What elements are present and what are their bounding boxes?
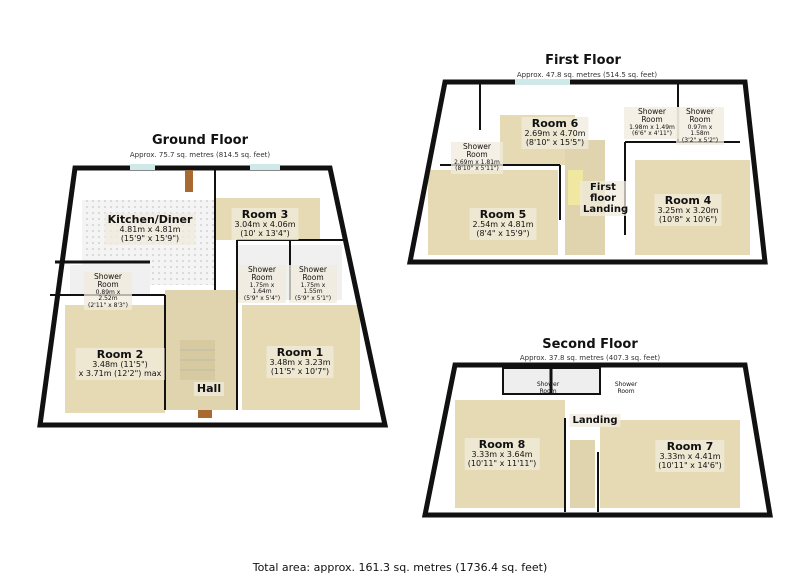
room-dim-m: 0.97m x 1.58m xyxy=(687,123,713,138)
stairs xyxy=(570,440,595,508)
room-dim-ft: (10' x 13'4") xyxy=(240,228,290,238)
first-floor-area: Approx. 47.8 sq. metres (514.5 sq. feet) xyxy=(516,71,658,79)
room-name: Shower Room xyxy=(686,107,714,125)
room-dim-m: 1.75m x 1.55m xyxy=(300,281,326,296)
room-name: Room 4 xyxy=(664,194,712,207)
room-dim-ft: (8'10" x 15'5") xyxy=(525,137,585,147)
room-name: Shower Room xyxy=(638,107,666,125)
room-dim-m: 2.69m x 1.81m xyxy=(454,158,500,166)
room-dim-ft: (15'9" x 15'9") xyxy=(120,233,180,243)
room-dim-ft: (11'5" x 10'7") xyxy=(270,366,330,376)
shower-room-label: Shower Room xyxy=(536,381,560,395)
ground-floor-area: Approx. 75.7 sq. metres (814.5 sq. feet) xyxy=(129,151,271,159)
room-dim-ft: (5'9" x 5'4") xyxy=(243,294,281,302)
room-dim-ft: (10'11" x 14'6") xyxy=(658,460,722,470)
room-dim-ft: (6'6" x 4'11") xyxy=(632,130,672,138)
room-name: Shower Room xyxy=(248,265,276,283)
second-floor-plan xyxy=(421,362,773,518)
room-name: Room 7 xyxy=(666,440,714,453)
second-floor-title: Second Floor xyxy=(542,337,638,352)
room-name: Room 6 xyxy=(531,117,579,130)
landing-label: First floor Landing xyxy=(580,181,628,216)
total-area: Total area: approx. 161.3 sq. metres (17… xyxy=(252,561,548,574)
room-dim-ft: (2'11" x 8'3") xyxy=(88,301,128,309)
landing-label: Landing xyxy=(569,414,621,427)
room-name: Room 5 xyxy=(479,208,527,221)
room-dim-m: 2.54m x 4.81m xyxy=(472,220,534,230)
first-floor-title: First Floor xyxy=(545,53,621,68)
room-dim-m: 4.81m x 4.81m xyxy=(119,225,181,235)
room-dim-ft: x 3.71m (12'2") max xyxy=(78,368,162,378)
room-dim-ft: (5'9" x 5'1") xyxy=(294,294,332,302)
room-dim-m: 2.69m x 4.70m xyxy=(524,129,586,139)
room-dim-ft: (8'10" x 5'11") xyxy=(455,165,499,173)
room-dim-ft: (10'11" x 11'11") xyxy=(467,458,537,468)
room-dim-m: 1.98m x 1.49m xyxy=(629,123,675,131)
room-name: Room 8 xyxy=(478,438,526,451)
room-name: Shower Room xyxy=(299,265,327,283)
room-name: Room 3 xyxy=(241,208,289,221)
room-dim-m: 3.48m x 3.23m xyxy=(269,358,331,368)
rear-door xyxy=(198,410,212,418)
hall-label: Hall xyxy=(193,382,225,397)
room-name: Room 1 xyxy=(276,346,324,359)
front-door xyxy=(185,170,193,192)
room-dim-ft: (8'4" x 15'9") xyxy=(476,228,530,238)
room-dim-ft: (10'8" x 10'6") xyxy=(658,214,718,224)
room-dim-m: 3.48m (11'5") xyxy=(92,360,148,370)
room-dim-m: 3.33m x 4.41m xyxy=(659,452,721,462)
room-dim-m: 3.25m x 3.20m xyxy=(657,206,719,216)
room-name: Shower Room xyxy=(94,272,122,290)
room-name: Room 2 xyxy=(96,348,144,361)
room-dim-m: 0.89m x 2.52m xyxy=(95,288,121,303)
room-dim-m: 3.04m x 4.06m xyxy=(234,220,296,230)
shower-room-label: Shower Room xyxy=(614,381,638,395)
stairs xyxy=(568,170,583,205)
room-dim-m: 3.33m x 3.64m xyxy=(471,450,533,460)
room-name: Kitchen/Diner xyxy=(107,213,193,226)
room-dim-m: 1.75m x 1.64m xyxy=(249,281,275,296)
room-dim-ft: (3'2" x 5'2") xyxy=(681,136,719,144)
ground-floor-title: Ground Floor xyxy=(152,133,248,148)
second-floor-area: Approx. 37.8 sq. metres (407.3 sq. feet) xyxy=(519,354,661,362)
room-name: Shower Room xyxy=(463,142,491,160)
